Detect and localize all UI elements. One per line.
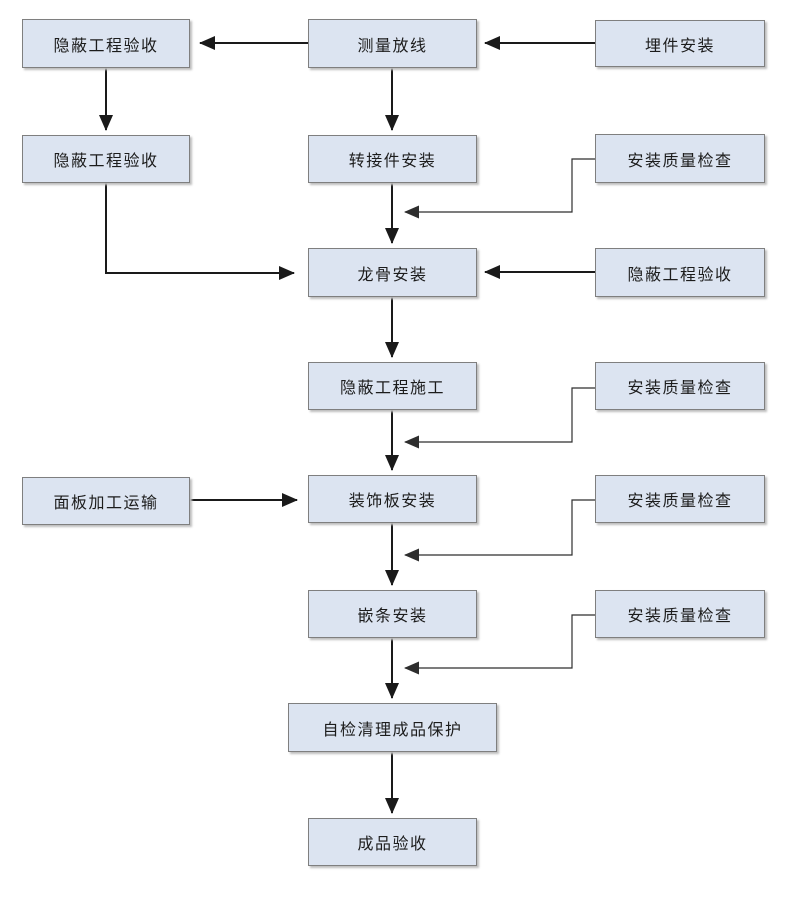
edge-qualitycheck2-feedback	[404, 387, 595, 449]
node-decorative-panel-installation: 装饰板安装	[308, 475, 477, 523]
node-installation-quality-check-4: 安装质量检查	[595, 590, 765, 638]
node-concealed-works-acceptance-2: 隐蔽工程验收	[22, 135, 190, 183]
edge-qualitycheck3-feedback	[404, 499, 595, 562]
node-finished-product-acceptance: 成品验收	[308, 818, 477, 866]
node-self-check-cleanup-protection: 自检清理成品保护	[288, 703, 497, 752]
node-installation-quality-check-3: 安装质量检查	[595, 475, 765, 523]
edge-qualitycheck1-feedback	[404, 158, 595, 219]
node-strip-installation: 嵌条安装	[308, 590, 477, 638]
node-embedded-parts-installation: 埋件安装	[595, 20, 765, 67]
node-installation-quality-check-2: 安装质量检查	[595, 362, 765, 410]
node-concealed-works-acceptance-1: 隐蔽工程验收	[22, 19, 190, 68]
edge-qualitycheck4-feedback	[404, 614, 595, 675]
node-concealed-works-construction: 隐蔽工程施工	[308, 362, 477, 410]
node-panel-processing-transport: 面板加工运输	[22, 477, 190, 525]
edge-acceptance2-to-keel	[105, 183, 295, 280]
node-measure-layout: 测量放线	[308, 19, 477, 68]
node-concealed-works-acceptance-3: 隐蔽工程验收	[595, 248, 765, 297]
node-adapter-installation: 转接件安装	[308, 135, 477, 183]
node-installation-quality-check-1: 安装质量检查	[595, 134, 765, 183]
node-keel-installation: 龙骨安装	[308, 248, 477, 297]
